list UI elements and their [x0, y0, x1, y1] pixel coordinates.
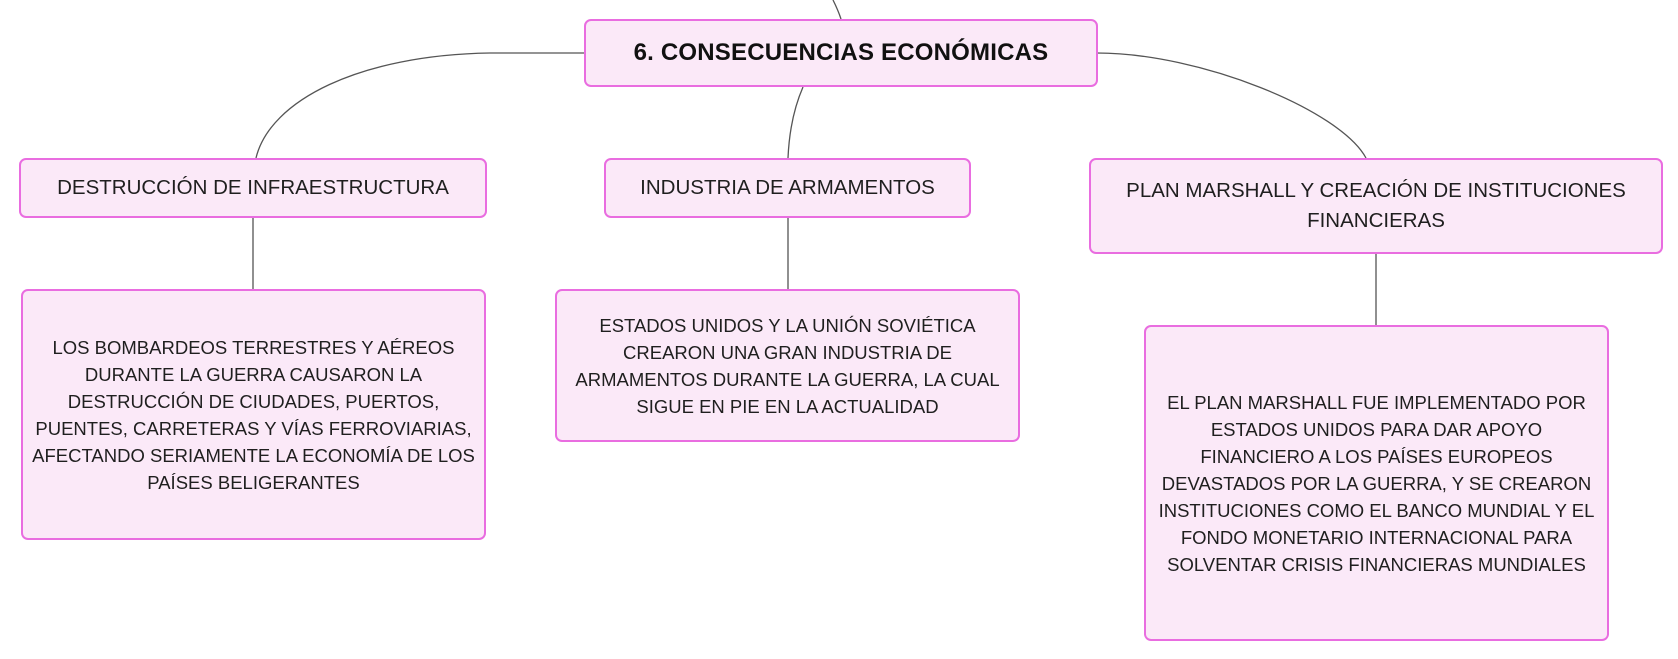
detail-text: ESTADOS UNIDOS Y LA UNIÓN SOVIÉTICA CREA… — [575, 314, 1000, 417]
topic-node-infraestructura[interactable]: DESTRUCCIÓN DE INFRAESTRUCTURA — [19, 158, 487, 218]
topic-label: INDUSTRIA DE ARMAMENTOS — [640, 176, 935, 199]
connector-root-to-infraestructura — [255, 52, 584, 159]
topic-label: DESTRUCCIÓN DE INFRAESTRUCTURA — [57, 176, 449, 199]
detail-node-infraestructura[interactable]: LOS BOMBARDEOS TERRESTRES Y AÉREOS DURAN… — [21, 289, 486, 540]
connector-root-to-armamentos — [787, 86, 804, 159]
connector-from-parent — [832, 0, 842, 20]
connector-root-to-plan-marshall — [1096, 52, 1367, 159]
topic-label: PLAN MARSHALL Y CREACIÓN DE INSTITUCIONE… — [1126, 179, 1626, 232]
topic-node-plan-marshall[interactable]: PLAN MARSHALL Y CREACIÓN DE INSTITUCIONE… — [1089, 158, 1663, 254]
detail-node-armamentos[interactable]: ESTADOS UNIDOS Y LA UNIÓN SOVIÉTICA CREA… — [555, 289, 1020, 442]
root-label: 6. CONSECUENCIAS ECONÓMICAS — [633, 39, 1049, 66]
detail-text: EL PLAN MARSHALL FUE IMPLEMENTADO POR ES… — [1158, 391, 1595, 575]
detail-text: LOS BOMBARDEOS TERRESTRES Y AÉREOS DURAN… — [32, 336, 475, 493]
detail-node-plan-marshall[interactable]: EL PLAN MARSHALL FUE IMPLEMENTADO POR ES… — [1144, 325, 1609, 641]
topic-node-armamentos[interactable]: INDUSTRIA DE ARMAMENTOS — [604, 158, 971, 218]
root-node[interactable]: 6. CONSECUENCIAS ECONÓMICAS — [584, 19, 1098, 87]
